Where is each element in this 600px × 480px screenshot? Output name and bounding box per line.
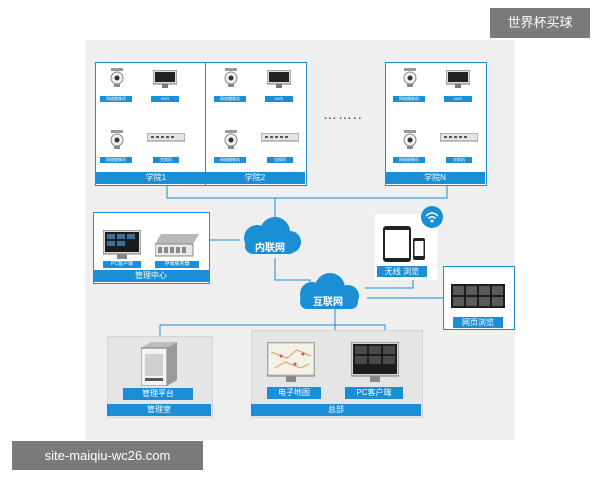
pc-client-icon [103,230,141,260]
headquarters-title: 总部 [251,404,421,416]
college-n-title: 学院N [385,172,485,184]
wifi-icon [421,206,443,228]
nvr-icon [153,70,177,88]
pc-client-label: PC客户端 [103,261,141,268]
web-browse-label: 网页浏览 [453,317,503,328]
hq-pc-client-icon [351,342,399,384]
camera-label: 网络摄像机 [214,157,246,163]
phone-icon [413,238,425,260]
map-monitor-icon [267,342,315,384]
electronic-map-label: 电子地图 [267,387,321,399]
switch-icon [440,130,478,140]
nvr-label: NVR [444,96,472,102]
switch-label: 交换机 [446,157,472,163]
switch-icon [261,130,299,140]
nvr-icon [446,70,470,88]
college-2-title: 学院2 [205,172,305,184]
storage-server-label: 存储服务器 [155,261,199,268]
switch-icon [147,130,185,140]
management-platform-label: 管理平台 [123,388,193,400]
camera-label: 网络摄像机 [100,96,132,102]
college-1-title: 学院1 [95,172,217,184]
camera-icon [223,68,239,88]
hq-pc-client-label: PC客户端 [345,387,403,399]
intranet-label: 内联网 [235,239,305,254]
more-colleges-ellipsis: …….. [323,106,363,122]
camera-icon [109,130,125,150]
nvr-icon [267,70,291,88]
management-center-title: 管理中心 [93,270,209,282]
camera-icon [402,130,418,150]
storage-server-icon [155,230,199,258]
camera-label: 网络摄像机 [100,157,132,163]
management-room-title: 管理室 [107,404,211,416]
college-n-panel [385,62,487,186]
watermark-top-right: 世界杯买球 [490,8,590,38]
camera-label: 网络摄像机 [214,96,246,102]
tablet-icon [383,226,411,262]
platform-server-icon [141,342,177,386]
camera-icon [402,68,418,88]
wireless-browse-label: 无线 浏览 [377,266,427,277]
nvr-label: NVR [265,96,293,102]
watermark-bottom-left: site-maiqiu-wc26.com [12,441,203,470]
internet-label: 互联网 [290,293,366,308]
camera-label: 网络摄像机 [393,157,425,163]
switch-label: 交换机 [267,157,293,163]
camera-icon [109,68,125,88]
college-2-panel [205,62,307,186]
camera-label: 网络摄像机 [393,96,425,102]
camera-icon [223,130,239,150]
network-diagram: 网络摄像机 NVR 网络摄像机 交换机 学院1 网络摄像机 NVR 网络摄像机 … [85,40,515,440]
video-wall-icon [451,284,505,308]
switch-label: 交换机 [153,157,179,163]
nvr-label: NVR [151,96,179,102]
